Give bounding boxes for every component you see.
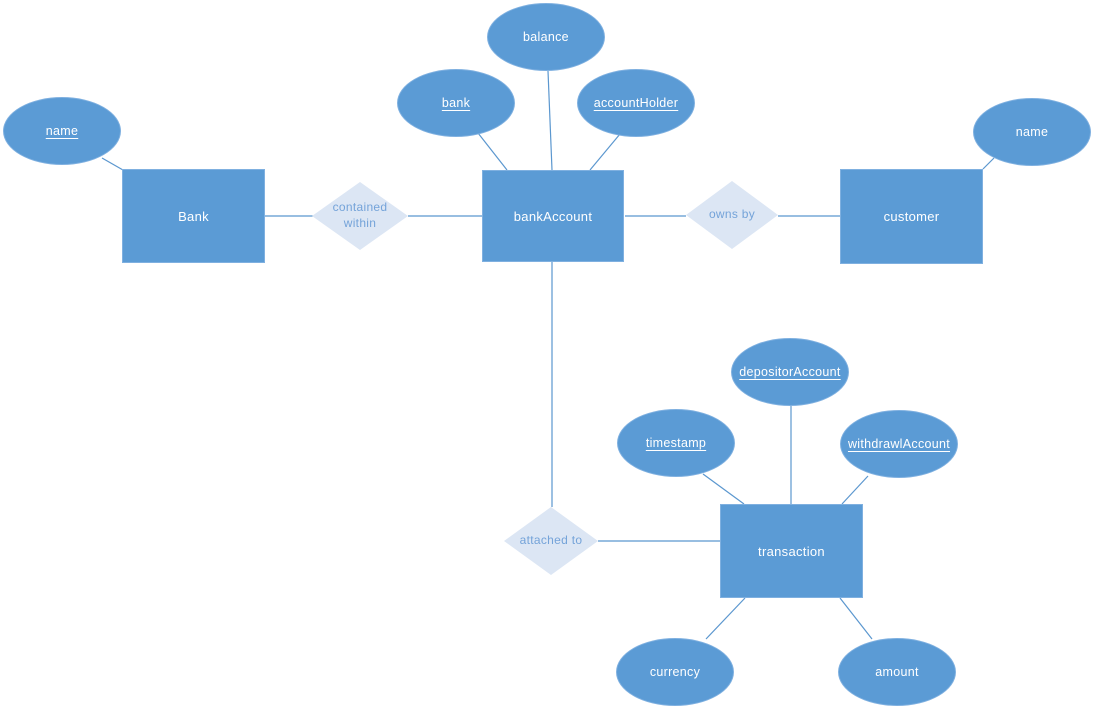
attribute-timestamp-label: timestamp: [645, 436, 707, 450]
connector-transaction-to-amount: [839, 597, 873, 640]
entity-customer[interactable]: customer: [840, 169, 983, 264]
connector-transaction-to-currency: [705, 597, 746, 640]
connector-accountholder-to-bankaccount: [589, 133, 621, 171]
entity-bank-label: Bank: [178, 208, 209, 224]
attribute-withdrawl-account-label: withdrawlAccount: [847, 437, 951, 451]
connector-bank-attr-to-bankaccount: [477, 132, 508, 171]
entity-bank-account[interactable]: bankAccount: [482, 170, 624, 262]
attribute-bank-name[interactable]: name: [3, 97, 121, 165]
attribute-bank[interactable]: bank: [397, 69, 515, 137]
relationship-owns-by-label: owns by: [708, 207, 756, 222]
attribute-customer-name[interactable]: name: [973, 98, 1091, 166]
entity-bank[interactable]: Bank: [122, 169, 265, 263]
attribute-balance[interactable]: balance: [487, 3, 605, 71]
connector-withdrawlaccount-to-transaction: [841, 475, 869, 505]
connector-balance-to-bankaccount: [547, 70, 553, 171]
connector-customer-to-name: [982, 157, 995, 170]
attribute-currency[interactable]: currency: [616, 638, 734, 706]
attribute-currency-label: currency: [649, 665, 701, 679]
connector-name-to-bank: [101, 157, 124, 171]
attribute-customer-name-label: name: [1015, 125, 1049, 139]
attribute-depositor-account-label: depositorAccount: [739, 365, 841, 379]
attribute-amount-label: amount: [875, 665, 919, 679]
attribute-depositor-account[interactable]: depositorAccount: [731, 338, 849, 406]
entity-bank-account-label: bankAccount: [513, 208, 593, 224]
attribute-balance-label: balance: [523, 30, 569, 44]
entity-customer-label: customer: [883, 209, 940, 224]
attribute-account-holder-label: accountHolder: [593, 96, 679, 110]
attribute-account-holder[interactable]: accountHolder: [577, 69, 695, 137]
attribute-bank-name-label: name: [45, 124, 79, 138]
connector-timestamp-to-transaction: [702, 473, 745, 505]
attribute-amount[interactable]: amount: [838, 638, 956, 706]
attribute-timestamp[interactable]: timestamp: [617, 409, 735, 477]
entity-transaction-label: transaction: [758, 543, 825, 559]
relationship-attached-to-label: attached to: [519, 533, 583, 548]
relationship-contained-within-label: contained within: [332, 200, 388, 230]
attribute-withdrawl-account[interactable]: withdrawlAccount: [840, 410, 958, 478]
entity-transaction[interactable]: transaction: [720, 504, 863, 598]
attribute-bank-label: bank: [441, 96, 471, 110]
